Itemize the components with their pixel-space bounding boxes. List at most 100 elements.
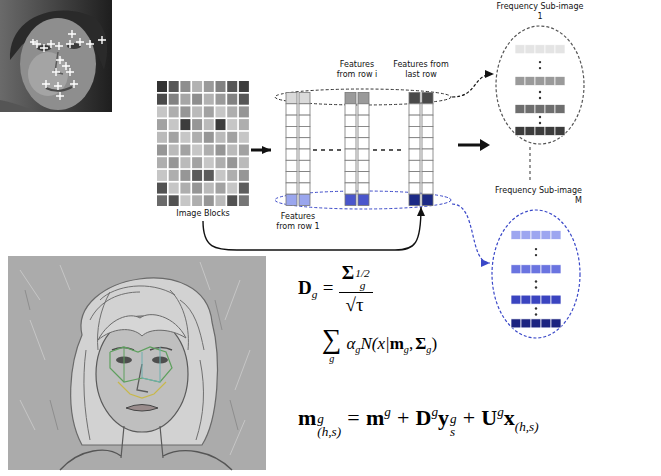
image-block (239, 132, 249, 143)
equation-symbol: √τ (346, 294, 364, 315)
ellipsis-dot (539, 97, 541, 99)
image-block (216, 81, 226, 92)
image-block (239, 94, 249, 105)
frequency-bar-cell (555, 126, 565, 135)
ellipsis-dot (535, 307, 537, 309)
feature-cell (286, 115, 297, 126)
equation-symbol: ∑ (322, 326, 341, 353)
feature-cell (299, 183, 310, 194)
image-block (157, 94, 167, 105)
connector (529, 147, 530, 183)
image-block (239, 119, 249, 130)
image-block (157, 119, 167, 130)
frequency-bar-cell (535, 45, 545, 54)
connector (452, 204, 490, 263)
image-block (180, 183, 190, 194)
image-block (227, 157, 237, 168)
equation-symbol: g (404, 344, 409, 355)
feature-cell (345, 126, 356, 137)
feature-cell (286, 138, 297, 149)
image-block (239, 195, 249, 206)
feature-cell (358, 104, 369, 115)
frequency-sub-image: Frequency Sub-image 1 (494, 2, 586, 146)
image-blocks-grid: Image Blocks (155, 80, 251, 221)
image-block (157, 195, 167, 206)
connector (251, 149, 271, 152)
frequency-bar-cell (521, 319, 531, 328)
feature-cell (422, 172, 433, 183)
equation-symbol: g (355, 344, 360, 355)
feature-cell (345, 183, 356, 194)
equation-symbol: s (450, 425, 457, 438)
equation-symbol: D (416, 405, 432, 430)
mesh-line (124, 347, 125, 382)
feature-cell (422, 194, 433, 205)
transform-arrowhead (480, 139, 490, 151)
frequency-bar-cell (541, 265, 551, 274)
image-block (169, 157, 179, 168)
feature-cell (299, 115, 310, 126)
feature-cell (358, 183, 369, 194)
frequency-bar-cell (525, 126, 535, 135)
fraction-denominator: √τ (339, 293, 373, 317)
mesh-line (118, 382, 166, 398)
shoulder (0, 100, 40, 112)
image-block (239, 145, 249, 156)
frequency-bar-cell (531, 230, 541, 239)
equation-symbol: D (298, 277, 312, 298)
image-block (192, 157, 202, 168)
image-block (192, 94, 202, 105)
shoulders (60, 450, 232, 470)
frequency-bar-cell (545, 45, 555, 54)
equation-symbol: g (497, 404, 504, 419)
frequency-bar-cell (525, 105, 535, 114)
image-block (227, 94, 237, 105)
connector (203, 207, 421, 250)
image-block (239, 81, 249, 92)
feature-cell (286, 126, 297, 137)
feature-cell (358, 126, 369, 137)
equation-symbol: g (426, 344, 431, 355)
feature-cell (345, 115, 356, 126)
feature-cell (299, 126, 310, 137)
frequency-bar-cell (551, 295, 561, 304)
frequency-bar-cell (551, 230, 561, 239)
ellipsis-dot (535, 313, 537, 315)
feature-cell (299, 93, 310, 104)
feature-cell (345, 104, 356, 115)
transform-arrow (458, 144, 481, 147)
image-block (227, 119, 237, 130)
frequency-bar-cell (535, 105, 545, 114)
image-block (227, 145, 237, 156)
feature-cell (422, 93, 433, 104)
equation-symbol: N(x| (360, 334, 389, 353)
feature-cell (409, 194, 420, 205)
equation-symbol: U (481, 405, 497, 430)
feature-columns (272, 92, 324, 206)
node-label: Features from last row (390, 60, 452, 79)
feature-cell (299, 138, 310, 149)
frequency-bar-cell (545, 76, 555, 85)
image-block (227, 106, 237, 117)
mouth (46, 87, 72, 91)
hair-strands (84, 286, 204, 440)
image-block (227, 132, 237, 143)
image-block (227, 195, 237, 206)
frequency-bar-cell (545, 105, 555, 114)
equation-symbol: m (390, 334, 404, 353)
dashed-circle (492, 210, 580, 338)
image-block (192, 81, 202, 92)
image-block (169, 81, 179, 92)
image-block (192, 119, 202, 130)
image-block (216, 106, 226, 117)
image-block (204, 145, 214, 156)
frequency-bar-cell (515, 76, 525, 85)
image-block (180, 195, 190, 206)
feature-cell (358, 160, 369, 171)
frequency-bar-cell (511, 230, 521, 239)
image-block (216, 145, 226, 156)
frequency-bar-cell (511, 295, 521, 304)
equation-symbol: g (384, 404, 391, 419)
feature-cell (345, 149, 356, 160)
